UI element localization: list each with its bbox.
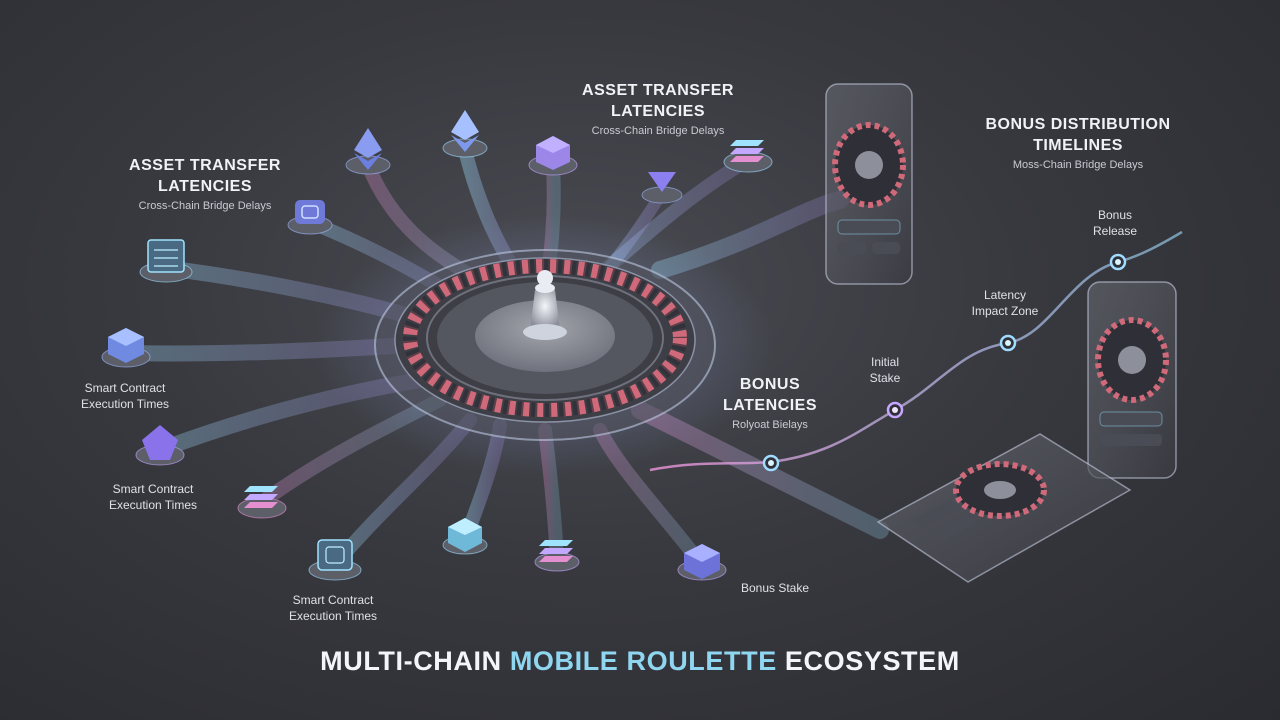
ethereum-icon	[345, 128, 391, 175]
roulette-wheel	[374, 249, 716, 441]
heading: TIMELINES	[1033, 137, 1123, 154]
timeline-point-latency-impact	[999, 334, 1017, 352]
circuit-cube-icon	[308, 539, 362, 581]
polygon-icon	[641, 172, 683, 204]
heading: LATENCIES	[723, 397, 817, 414]
label-line: Smart Contract	[84, 381, 166, 395]
solana-icon	[237, 486, 287, 519]
timeline-point-initial-stake	[886, 401, 904, 419]
timeline-label-bonus-release: Bonus Release	[1075, 207, 1155, 239]
label-line: Release	[1092, 224, 1138, 238]
subheading: Cross-Chain Bridge Delays	[591, 125, 725, 137]
heading: LATENCIES	[611, 103, 705, 120]
label-line: Smart Contract	[292, 593, 374, 607]
heading: LATENCIES	[158, 178, 252, 195]
label-line: Smart Contract	[112, 482, 194, 496]
label-line: Bonus	[1097, 208, 1133, 222]
cube-icon	[677, 544, 727, 581]
timeline-label-initial-stake: Initial Stake	[845, 354, 925, 386]
subheading: Moss-Chain Bridge Delays	[1012, 159, 1144, 171]
solana-icon	[534, 540, 580, 572]
timeline-point-bonus-release	[1109, 253, 1127, 271]
label-line: Initial	[870, 355, 899, 369]
phone-right	[1087, 281, 1177, 479]
page-title: MULTI-CHAIN MOBILE ROULETTE ECOSYSTEM	[0, 646, 1280, 677]
label-line: Execution Times	[108, 498, 198, 512]
polygon-icon	[135, 425, 185, 466]
label-smart-contract-2: Smart Contract Execution Times	[88, 481, 218, 513]
label-line: Bonus Stake	[740, 581, 810, 595]
label-line: Execution Times	[288, 609, 378, 623]
title-accent: MOBILE ROULETTE	[509, 646, 777, 676]
solana-icon	[723, 140, 773, 173]
cube-icon	[442, 518, 488, 555]
timeline-label-latency-impact: Latency Impact Zone	[945, 287, 1065, 319]
phone-top	[825, 83, 913, 285]
label-smart-contract-3: Smart Contract Execution Times	[268, 592, 398, 624]
title-part: ECOSYSTEM	[776, 646, 960, 676]
label-smart-contract-1: Smart Contract Execution Times	[60, 380, 190, 412]
label-bonus-latencies: BONUS LATENCIES Rolyoat Bielays	[700, 374, 840, 431]
heading: BONUS DISTRIBUTION	[985, 116, 1171, 133]
label-line: Impact Zone	[971, 304, 1039, 318]
cube-icon	[528, 136, 578, 176]
label-line: Stake	[869, 371, 901, 385]
timeline-point-bonus-latencies	[762, 454, 780, 472]
label-line: Execution Times	[80, 397, 170, 411]
bonus-timeline	[649, 230, 1183, 472]
cube-icon	[101, 328, 151, 368]
subheading: Rolyoat Bielays	[732, 419, 808, 431]
label-line: Latency	[983, 288, 1027, 302]
subheading: Cross-Chain Bridge Delays	[138, 200, 272, 212]
heading: ASSET TRANSFER	[582, 82, 734, 99]
label-bonus-distribution: BONUS DISTRIBUTION TIMELINES Moss-Chain …	[960, 114, 1196, 171]
circuit-cube-icon	[139, 239, 193, 283]
label-asset-transfer-left: ASSET TRANSFER LATENCIES Cross-Chain Bri…	[95, 155, 315, 212]
chip-icon	[287, 200, 333, 235]
heading: ASSET TRANSFER	[129, 157, 281, 174]
ethereum-icon	[442, 110, 488, 158]
label-bonus-stake: Bonus Stake	[730, 580, 820, 596]
heading: BONUS	[739, 376, 801, 393]
title-part: MULTI-CHAIN	[320, 646, 510, 676]
phone-bottom	[876, 433, 1132, 583]
label-asset-transfer-top: ASSET TRANSFER LATENCIES Cross-Chain Bri…	[548, 80, 768, 137]
